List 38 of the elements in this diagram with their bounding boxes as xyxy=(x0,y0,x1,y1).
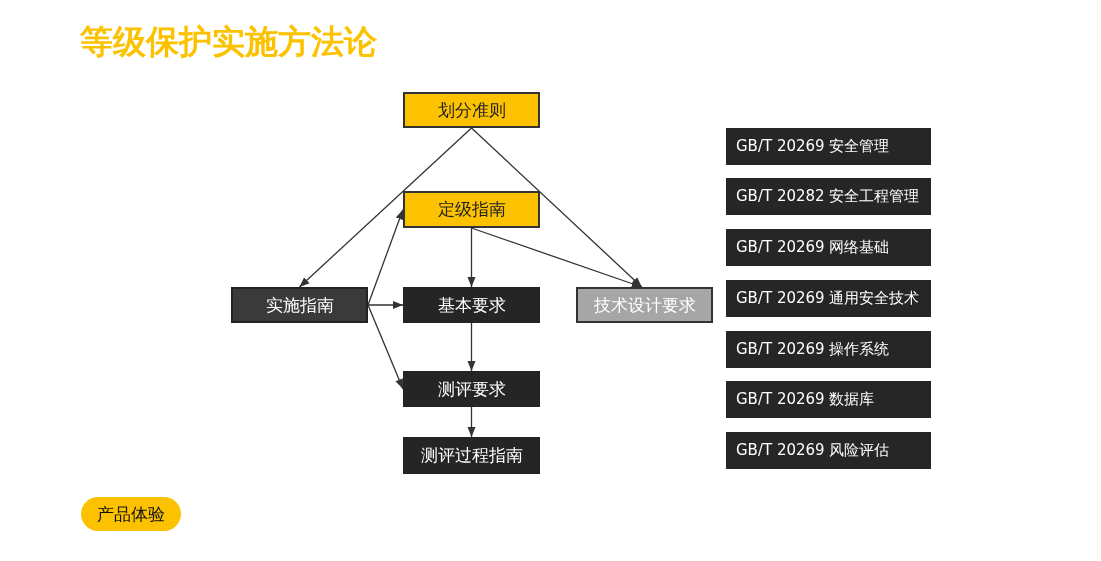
standard-bar xyxy=(726,128,931,165)
process-box xyxy=(403,191,540,228)
node-label: GB/T 20269 通用安全技术 xyxy=(736,289,920,308)
node-label: GB/T 20269 操作系统 xyxy=(736,340,890,359)
standard-bar xyxy=(726,331,931,368)
standard-bar xyxy=(726,381,931,418)
node-label: 基本要求 xyxy=(437,293,506,317)
tag-pill xyxy=(81,497,181,531)
process-box xyxy=(403,92,540,128)
standard-bar xyxy=(726,280,931,317)
process-box xyxy=(403,371,540,407)
node-label: GB/T 20269 风险评估 xyxy=(736,441,890,460)
node-label: GB/T 20269 网络基础 xyxy=(736,238,890,257)
node-label: 定级指南 xyxy=(437,198,506,221)
arrow xyxy=(467,406,476,438)
page-title: 等级保护实施方法论 xyxy=(80,22,377,62)
node-label: GB/T 20269 安全管理 xyxy=(736,137,890,156)
process-box xyxy=(576,287,713,323)
arrow xyxy=(367,301,404,309)
arrow xyxy=(298,127,473,288)
process-box xyxy=(403,287,540,323)
standard-bar xyxy=(726,229,931,266)
node-label: 测评要求 xyxy=(437,377,506,401)
node-label: 划分准则 xyxy=(437,98,506,122)
node-label: GB/T 20282 安全工程管理 xyxy=(736,187,920,206)
process-box xyxy=(231,287,368,323)
standard-bar xyxy=(726,432,931,469)
arrow xyxy=(470,227,643,288)
node-label: 产品体验 xyxy=(97,502,165,526)
process-box xyxy=(403,437,540,474)
arrow xyxy=(467,227,476,288)
arrow xyxy=(467,322,476,372)
standard-bar xyxy=(726,178,931,215)
node-label: GB/T 20269 数据库 xyxy=(736,390,875,409)
node-label: 技术设计要求 xyxy=(593,293,696,317)
arrow xyxy=(470,127,643,288)
node-label: 测评过程指南 xyxy=(420,444,523,467)
node-label: 实施指南 xyxy=(265,293,334,317)
